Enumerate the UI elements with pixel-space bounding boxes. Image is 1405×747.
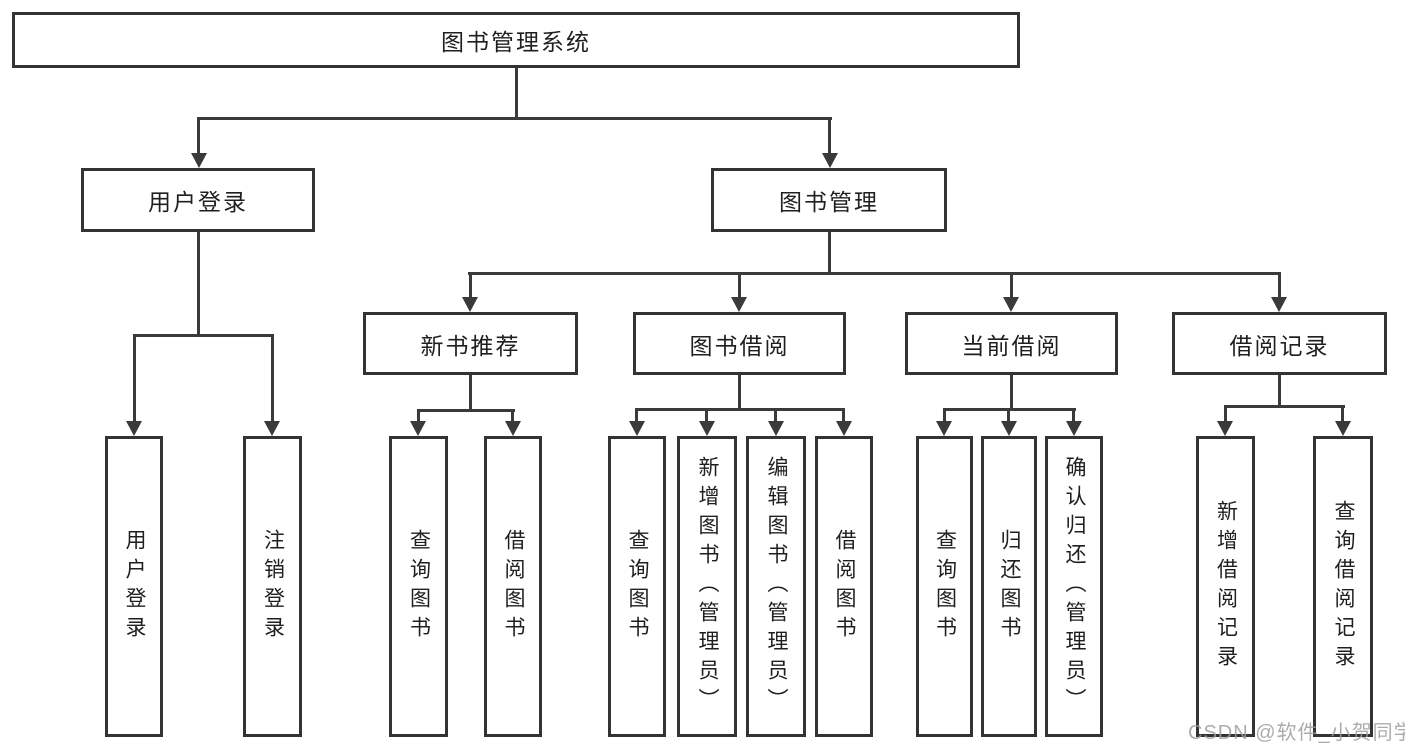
leaf-br-add-record: 新增借阅记录 [1196, 436, 1255, 737]
leaf-cb-return-books: 归还图书 [981, 436, 1037, 737]
node-current-borrow-label: 当前借阅 [961, 332, 1062, 359]
leaf-logout-label: 注销登录 [261, 528, 285, 645]
leaf-bb-borrow-books: 借阅图书 [815, 436, 873, 737]
connector-book-mgmt-rail [468, 272, 1281, 275]
leaf-cb-query-books-label: 查询图书 [933, 528, 957, 645]
arrowhead-cb-return [1001, 421, 1017, 436]
node-book-borrow: 图书借阅 [633, 312, 846, 375]
node-user-login: 用户登录 [81, 168, 315, 232]
leaf-cb-return-books-label: 归还图书 [998, 528, 1021, 645]
leaf-logout: 注销登录 [243, 436, 302, 737]
connector-borrow-record-stem [1278, 375, 1281, 406]
connector-user-login-stem [197, 232, 200, 335]
connector-book-borrow-stem [738, 375, 741, 409]
arrowhead-login-leaf [126, 421, 142, 436]
arrowhead-cb-confirm [1066, 421, 1082, 436]
leaf-cb-confirm-return-admin: 确认归还（管理员） [1045, 436, 1103, 737]
leaf-bb-edit-books-admin: 编辑图书（管理员） [746, 436, 806, 737]
connector-user-login-drop [197, 117, 200, 155]
node-current-borrow: 当前借阅 [905, 312, 1118, 375]
arrowhead-cb-query [936, 421, 952, 436]
leaf-user-login-label: 用户登录 [123, 528, 146, 645]
connector-borrow-record-rail [1224, 405, 1345, 408]
connector-nb-borrow-drop [511, 409, 514, 422]
connector-borrow-record-drop [1278, 272, 1281, 299]
connector-login-leaf-drop [133, 334, 136, 422]
node-borrow-record-label: 借阅记录 [1229, 332, 1330, 359]
leaf-br-add-record-label: 新增借阅记录 [1214, 499, 1238, 674]
leaf-br-query-record: 查询借阅记录 [1313, 436, 1373, 737]
connector-new-book-stem [469, 375, 472, 410]
connector-cb-return-drop [1007, 408, 1010, 422]
leaf-nb-query-books: 查询图书 [389, 436, 448, 737]
node-library-system: 图书管理系统 [12, 12, 1020, 68]
leaf-bb-add-books-admin-label: 新增图书（管理员） [696, 456, 719, 717]
connector-bb-query-drop [635, 408, 638, 422]
connector-new-book-rail [417, 409, 515, 412]
leaf-nb-borrow-books: 借阅图书 [484, 436, 542, 737]
connector-book-mgmt-stem [828, 232, 831, 273]
arrowhead-book-borrow [731, 297, 747, 312]
connector-bb-edit-drop [774, 408, 777, 422]
connector-cb-query-drop [943, 408, 946, 422]
leaf-cb-confirm-return-admin-label: 确认归还（管理员） [1063, 456, 1086, 717]
connector-book-mgmt-drop [828, 117, 831, 155]
csdn-watermark: CSDN @软件_小贺同学 [1188, 722, 1405, 744]
leaf-cb-query-books: 查询图书 [916, 436, 973, 737]
connector-br-query-drop [1341, 405, 1344, 422]
node-library-system-label: 图书管理系统 [441, 29, 591, 55]
leaf-bb-borrow-books-label: 借阅图书 [833, 528, 856, 645]
arrowhead-br-query [1335, 421, 1351, 436]
arrowhead-nb-query [410, 421, 426, 436]
connector-current-borrow-stem [1010, 375, 1013, 409]
connector-logout-leaf-drop [271, 334, 274, 422]
connector-nb-query-drop [417, 409, 420, 422]
connector-user-login-rail [133, 334, 274, 337]
node-new-book-rec: 新书推荐 [363, 312, 578, 375]
connector-bb-add-drop [705, 408, 708, 422]
connector-br-add-drop [1224, 405, 1227, 422]
arrowhead-logout-leaf [264, 421, 280, 436]
leaf-br-query-record-label: 查询借阅记录 [1332, 499, 1355, 674]
arrowhead-bb-borrow [836, 421, 852, 436]
arrowhead-book-mgmt [822, 153, 838, 168]
arrowhead-borrow-record [1271, 297, 1287, 312]
leaf-bb-add-books-admin: 新增图书（管理员） [677, 436, 737, 737]
arrowhead-new-book [462, 297, 478, 312]
leaf-bb-query-books-label: 查询图书 [626, 528, 649, 645]
connector-root-rail [197, 117, 832, 120]
node-book-mgmt-label: 图书管理 [779, 189, 879, 215]
connector-book-borrow-drop [738, 272, 741, 299]
connector-new-book-drop [469, 272, 472, 299]
connector-cb-confirm-drop [1072, 408, 1075, 422]
arrowhead-br-add [1217, 421, 1233, 436]
connector-bb-borrow-drop [842, 408, 845, 422]
leaf-bb-edit-books-admin-label: 编辑图书（管理员） [765, 456, 788, 717]
leaf-user-login: 用户登录 [105, 436, 163, 737]
connector-book-borrow-rail [636, 408, 845, 411]
arrowhead-bb-query [629, 421, 645, 436]
leaf-bb-query-books: 查询图书 [608, 436, 666, 737]
node-new-book-rec-label: 新书推荐 [420, 332, 521, 359]
arrowhead-bb-edit [768, 421, 784, 436]
leaf-nb-borrow-books-label: 借阅图书 [502, 528, 525, 645]
node-book-mgmt: 图书管理 [711, 168, 947, 232]
arrowhead-current-borrow [1003, 297, 1019, 312]
node-user-login-label: 用户登录 [148, 189, 248, 215]
node-borrow-record: 借阅记录 [1172, 312, 1387, 375]
connector-current-borrow-drop [1010, 272, 1013, 299]
arrowhead-user-login [191, 153, 207, 168]
connector-root-stem [515, 68, 518, 118]
arrowhead-nb-borrow [505, 421, 521, 436]
arrowhead-bb-add [699, 421, 715, 436]
node-book-borrow-label: 图书借阅 [689, 332, 790, 359]
leaf-nb-query-books-label: 查询图书 [407, 528, 431, 645]
